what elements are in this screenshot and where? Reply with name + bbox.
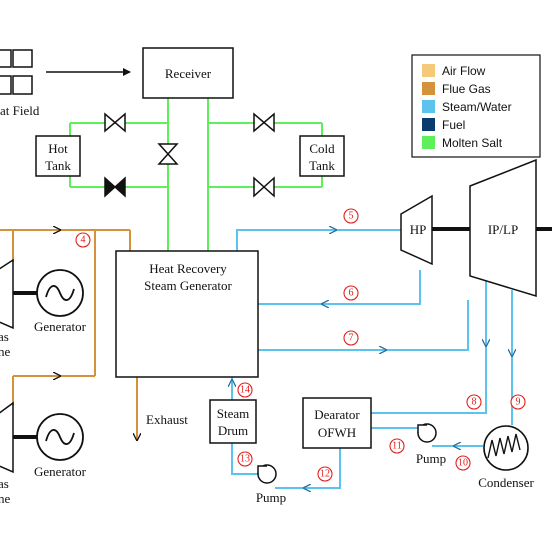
legend-swatch [422, 100, 435, 113]
state-point-marker: 5 [343, 208, 359, 224]
hot-tank-box [35, 135, 81, 177]
valve-icon[interactable] [253, 176, 275, 198]
pump-right-label: Pump [416, 451, 446, 466]
state-point-marker: 13 [237, 451, 253, 467]
iplp-turbine-label: IP/LP [488, 222, 518, 237]
svg-text:6: 6 [349, 288, 354, 299]
flue-gas-piping [0, 230, 137, 440]
legend-swatch [422, 64, 435, 77]
valve-vertical-icon[interactable] [157, 143, 179, 165]
svg-text:10: 10 [458, 458, 468, 469]
steam-water-piping [202, 230, 512, 488]
generator-icon [36, 269, 84, 317]
gas-turbine-icon [0, 401, 14, 474]
svg-text:12: 12 [320, 469, 330, 480]
svg-text:8: 8 [472, 397, 477, 408]
iplp-turbine-icon [469, 158, 537, 298]
svg-text:13: 13 [240, 454, 250, 465]
svg-text:14: 14 [240, 385, 250, 396]
legend-label: Air Flow [442, 64, 486, 78]
hot-tank-label-line2: Tank [45, 158, 71, 173]
state-point-marker: 4 [75, 232, 91, 248]
state-point-marker: 9 [510, 394, 526, 410]
gas-turbine-icon [0, 258, 14, 330]
cold-tank-box [299, 135, 345, 177]
legend-label: Steam/Water [442, 100, 512, 114]
state-point-marker: 10 [455, 455, 471, 471]
svg-text:4: 4 [81, 235, 86, 246]
steam-drum-box [209, 399, 257, 444]
svg-text:11: 11 [392, 441, 402, 452]
svg-text:7: 7 [349, 333, 354, 344]
condenser-icon [483, 425, 529, 471]
receiver-box [142, 47, 234, 99]
gas-turbine-bottom-label-line1: as [0, 476, 9, 491]
valve-icon[interactable] [104, 112, 126, 133]
state-point-marker: 7 [343, 330, 359, 346]
gas-turbine-top-label-line2: ne [0, 344, 11, 359]
cold-tank-label-line1: Cold [309, 141, 335, 156]
legend-swatch [422, 136, 435, 149]
generator-bottom-label: Generator [34, 464, 87, 479]
dearator-label-line2: OFWH [318, 425, 356, 440]
dearator-label-line1: Dearator [314, 407, 360, 422]
condenser-label: Condenser [478, 475, 534, 490]
steam-drum-label-line2: Drum [218, 423, 248, 438]
legend-swatch [422, 82, 435, 95]
pump-icon[interactable] [257, 464, 277, 484]
state-point-marker: 11 [389, 438, 405, 454]
generator-top-label: Generator [34, 319, 87, 334]
state-point-marker: 14 [237, 382, 253, 398]
pump-left-label: Pump [256, 490, 286, 505]
svg-text:9: 9 [516, 397, 521, 408]
valve-closed-icon[interactable] [104, 176, 126, 198]
pump-icon[interactable] [417, 423, 437, 443]
hrsg-box [115, 250, 259, 378]
hrsg-label-line2: Steam Generator [144, 278, 232, 293]
state-point-marker: 12 [317, 466, 333, 482]
exhaust-label: Exhaust [146, 412, 188, 427]
gas-turbine-bottom-label-line2: ne [0, 491, 11, 506]
hrsg-label-line1: Heat Recovery [149, 261, 227, 276]
generator-icon [36, 413, 84, 461]
heliostat-field-label: at Field [0, 103, 40, 118]
legend-swatch [422, 118, 435, 131]
gas-turbine-top-label-line1: as [0, 329, 9, 344]
legend-label: Fuel [442, 118, 465, 132]
cold-tank-label-line2: Tank [309, 158, 335, 173]
valve-icon[interactable] [253, 112, 275, 133]
svg-text:5: 5 [349, 211, 354, 222]
dearator-box [302, 397, 372, 449]
legend-label: Flue Gas [442, 82, 491, 96]
steam-drum-label-line1: Steam [217, 406, 250, 421]
state-point-marker: 6 [343, 285, 359, 301]
heliostat-field-icon [0, 49, 33, 95]
hp-turbine-icon [400, 194, 433, 266]
hot-tank-label-line1: Hot [48, 141, 68, 156]
hp-turbine-label: HP [410, 222, 427, 237]
legend-label: Molten Salt [442, 136, 503, 150]
receiver-label: Receiver [165, 66, 212, 81]
state-point-marker: 8 [466, 394, 482, 410]
